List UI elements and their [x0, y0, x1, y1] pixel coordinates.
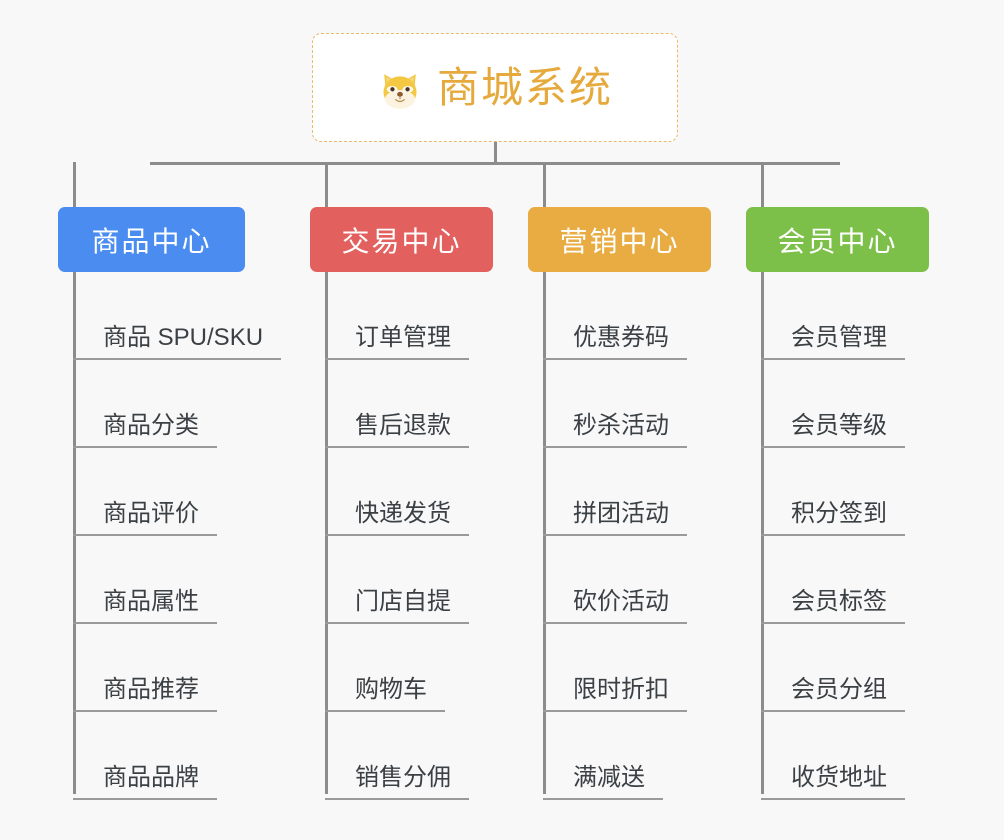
- branch-spine: [761, 272, 764, 794]
- leaf-label: 门店自提: [325, 588, 469, 624]
- list-item[interactable]: 商品推荐: [73, 624, 281, 712]
- list-item[interactable]: 门店自提: [325, 536, 469, 624]
- list-item[interactable]: 秒杀活动: [543, 360, 687, 448]
- category-label: 会员中心: [777, 225, 898, 257]
- leaf-label: 积分签到: [761, 500, 905, 536]
- list-item[interactable]: 商品属性: [73, 536, 281, 624]
- branch-connector-stem: [325, 162, 328, 207]
- leaf-label: 会员管理: [761, 324, 905, 360]
- leaf-label: 会员标签: [761, 588, 905, 624]
- leaf-label: 拼团活动: [543, 500, 687, 536]
- category-header-commodity[interactable]: 商品中心: [58, 207, 245, 272]
- list-item[interactable]: 会员管理: [761, 272, 905, 360]
- category-label: 营销中心: [559, 225, 680, 257]
- branch-connector-stem: [73, 162, 76, 207]
- branch-column-commodity: 商品中心 商品 SPU/SKU 商品分类 商品评价 商品属性 商品推荐 商品品牌: [58, 162, 282, 800]
- branch-connector-stem: [761, 162, 764, 207]
- list-item[interactable]: 快递发货: [325, 448, 469, 536]
- branch-column-trade: 交易中心 订单管理 售后退款 快递发货 门店自提 购物车 销售分佣: [310, 162, 493, 800]
- list-item[interactable]: 会员等级: [761, 360, 905, 448]
- shiba-dog-face-icon: [383, 73, 417, 109]
- root-node[interactable]: 商城系统: [312, 33, 678, 142]
- list-item[interactable]: 优惠券码: [543, 272, 687, 360]
- list-item[interactable]: 售后退款: [325, 360, 469, 448]
- leaf-label: 满减送: [543, 764, 663, 800]
- list-item[interactable]: 商品 SPU/SKU: [73, 272, 282, 360]
- branch-connector-stem: [543, 162, 546, 207]
- leaf-label: 售后退款: [325, 412, 469, 448]
- category-header-marketing[interactable]: 营销中心: [528, 207, 711, 272]
- leaf-label: 优惠券码: [543, 324, 687, 360]
- root-title: 商城系统: [436, 63, 613, 111]
- list-item[interactable]: 购物车: [325, 624, 469, 712]
- branch-spine: [73, 272, 76, 794]
- leaf-label: 商品推荐: [73, 676, 217, 712]
- root-connector-stem: [494, 142, 497, 164]
- leaf-label: 商品属性: [73, 588, 217, 624]
- category-label: 交易中心: [341, 225, 462, 257]
- leaf-label: 商品品牌: [73, 764, 217, 800]
- leaf-list: 优惠券码 秒杀活动 拼团活动 砍价活动 限时折扣 满减送: [543, 272, 687, 800]
- leaf-label: 会员分组: [761, 676, 905, 712]
- leaf-label: 会员等级: [761, 412, 905, 448]
- leaf-label: 销售分佣: [325, 764, 469, 800]
- branch-column-marketing: 营销中心 优惠券码 秒杀活动 拼团活动 砍价活动 限时折扣 满减送: [528, 162, 711, 800]
- category-label: 商品中心: [91, 225, 212, 257]
- leaf-list: 会员管理 会员等级 积分签到 会员标签 会员分组 收货地址: [761, 272, 905, 800]
- list-item[interactable]: 积分签到: [761, 448, 905, 536]
- leaf-label: 收货地址: [761, 764, 905, 800]
- leaf-list: 订单管理 售后退款 快递发货 门店自提 购物车 销售分佣: [325, 272, 469, 800]
- category-header-trade[interactable]: 交易中心: [310, 207, 493, 272]
- leaf-label: 秒杀活动: [543, 412, 687, 448]
- branch-column-member: 会员中心 会员管理 会员等级 积分签到 会员标签 会员分组 收货地址: [746, 162, 929, 800]
- list-item[interactable]: 商品分类: [73, 360, 281, 448]
- list-item[interactable]: 限时折扣: [543, 624, 687, 712]
- list-item[interactable]: 订单管理: [325, 272, 469, 360]
- list-item[interactable]: 销售分佣: [325, 712, 469, 800]
- list-item[interactable]: 收货地址: [761, 712, 905, 800]
- list-item[interactable]: 商品评价: [73, 448, 281, 536]
- leaf-label: 砍价活动: [543, 588, 687, 624]
- root-connector-bus: [150, 162, 840, 165]
- list-item[interactable]: 砍价活动: [543, 536, 687, 624]
- list-item[interactable]: 满减送: [543, 712, 687, 800]
- category-header-member[interactable]: 会员中心: [746, 207, 929, 272]
- list-item[interactable]: 拼团活动: [543, 448, 687, 536]
- leaf-label: 购物车: [325, 676, 445, 712]
- leaf-label: 订单管理: [325, 324, 469, 360]
- list-item[interactable]: 商品品牌: [73, 712, 281, 800]
- leaf-label: 商品分类: [73, 412, 217, 448]
- leaf-label: 限时折扣: [543, 676, 687, 712]
- leaf-label: 商品评价: [73, 500, 217, 536]
- list-item[interactable]: 会员标签: [761, 536, 905, 624]
- branch-spine: [325, 272, 328, 794]
- leaf-label: 快递发货: [325, 500, 469, 536]
- list-item[interactable]: 会员分组: [761, 624, 905, 712]
- leaf-list: 商品 SPU/SKU 商品分类 商品评价 商品属性 商品推荐 商品品牌: [73, 272, 282, 800]
- branch-spine: [543, 272, 546, 794]
- leaf-label: 商品 SPU/SKU: [73, 324, 282, 360]
